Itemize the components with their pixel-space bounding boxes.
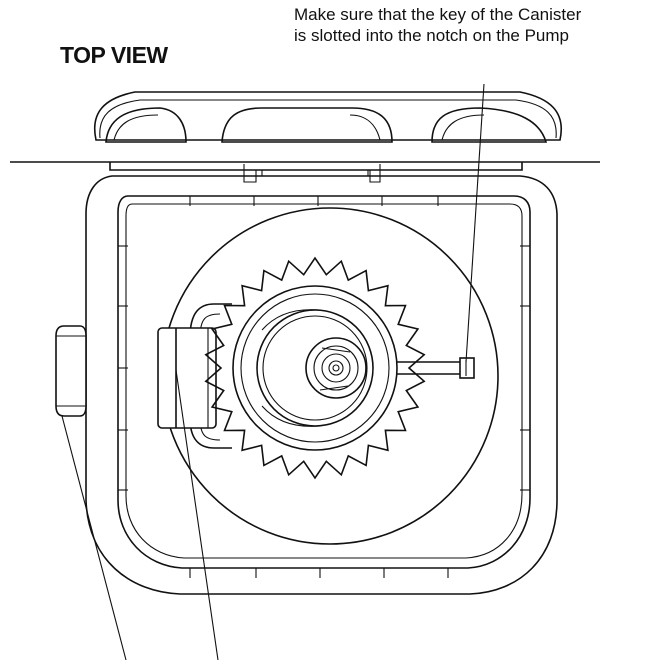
canister-lid-inner-rim [240,293,390,443]
view-title: TOP VIEW [60,42,168,68]
pump-body-inner [117,195,531,569]
motor-block [157,303,232,449]
callout-line-1: Make sure that the key of the Canister [294,5,582,24]
canister-key-notch [396,357,475,379]
side-button [55,325,87,417]
leader-side-button [61,415,127,660]
lid-handle [93,91,562,143]
lid-neck [109,162,523,183]
canister-lid-boss [256,309,374,427]
canister-lid-rim [232,285,398,451]
callout-line-2: is slotted into the notch on the Pump [294,26,570,45]
canister-spout [305,337,367,399]
pump-body-outer [85,175,558,595]
key-notch-callout: Make sure that the key of the Canister i… [294,4,581,46]
canister-lock-ring [204,256,426,480]
border-ticks [118,196,530,578]
callout-leader-key [465,83,485,363]
leader-motor-block [175,369,219,660]
